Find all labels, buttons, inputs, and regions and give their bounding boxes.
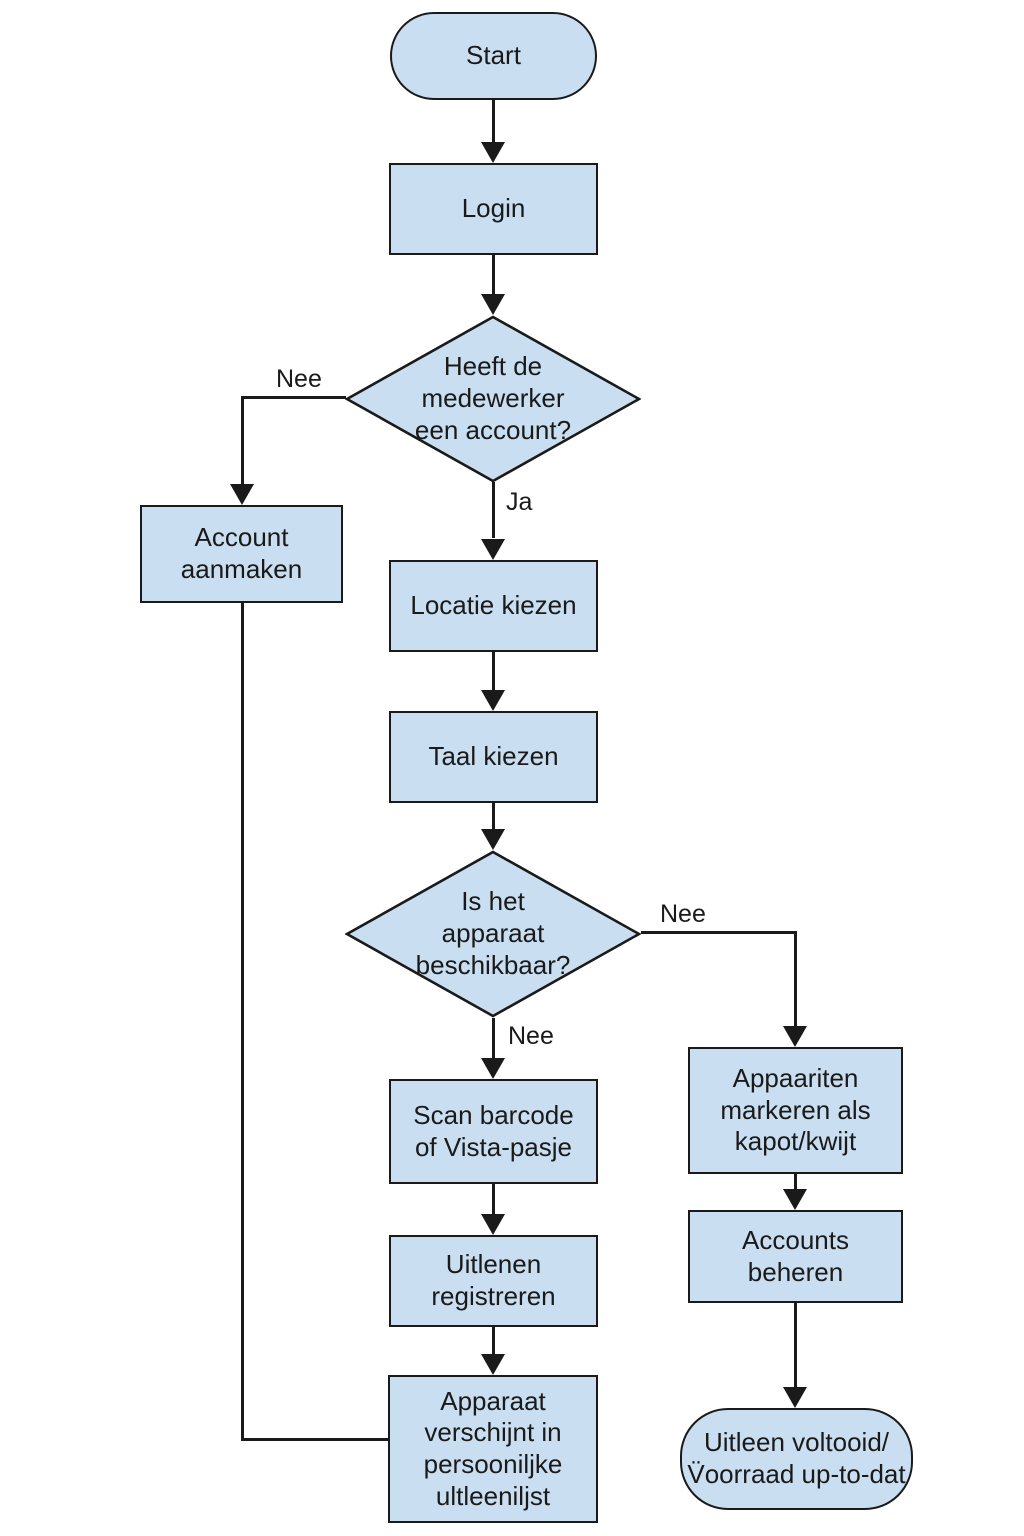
decision-apparaat-beschikbaar: Is het apparaat beschikbaar? xyxy=(345,850,641,1018)
connector-decision1-nee-h xyxy=(241,396,346,399)
node-account-aanmaken: Account aanmaken xyxy=(140,505,343,603)
diamond-shape xyxy=(345,315,641,483)
decision-apparaat-beschikbaar-label: Is het apparaat beschikbaar? xyxy=(415,886,571,980)
connector-decision2-nee-v xyxy=(794,931,797,1027)
connector-account-feedback-v xyxy=(241,603,244,1441)
node-uitlenen-registreren: Uitlenen registreren xyxy=(389,1235,598,1327)
arrowhead-decision2-scan xyxy=(481,1058,505,1079)
node-taal-kiezen: Taal kiezen xyxy=(389,711,598,803)
arrowhead-login-decision1 xyxy=(481,294,505,315)
connector-markeren-accounts xyxy=(794,1174,797,1190)
node-apparaten-markeren: Appaariten markeren als kapot/kwijt xyxy=(688,1047,903,1174)
connector-accounts-voltooid xyxy=(794,1303,797,1387)
node-scan-barcode: Scan barcode of Vista-pasje xyxy=(389,1079,598,1184)
connector-decision1-nee-v xyxy=(241,396,244,484)
connector-login-decision1 xyxy=(492,255,495,295)
arrowhead-accounts-voltooid xyxy=(783,1387,807,1408)
arrowhead-uitlenen-apparaat xyxy=(481,1354,505,1375)
decision-heeft-account-label: Heeft de medewerker een account? xyxy=(414,351,572,445)
connector-uitlenen-apparaat xyxy=(492,1327,495,1354)
node-accounts-beheren: Accounts beheren xyxy=(688,1210,903,1303)
edge-label-ja-account: Ja xyxy=(506,488,533,516)
arrowhead-nee-beschikbaar xyxy=(783,1026,807,1047)
node-apparaat-verschijnt: Apparaat verschijnt in persooniljke ultl… xyxy=(388,1375,598,1523)
edge-label-nee-beschikbaar-onder: Nee xyxy=(508,1022,554,1050)
connector-decision2-scan xyxy=(492,1018,495,1059)
node-login: Login xyxy=(389,163,598,255)
diamond-shape xyxy=(345,850,641,1018)
arrowhead-start-login xyxy=(481,142,505,163)
decision-heeft-account: Heeft de medewerker een account? xyxy=(345,315,641,483)
connector-account-feedback-h xyxy=(241,1438,388,1441)
arrowhead-scan-uitlenen xyxy=(481,1214,505,1235)
edge-label-nee-beschikbaar-rechts: Nee xyxy=(660,900,706,928)
connector-start-login xyxy=(492,100,495,143)
arrowhead-taal-decision2 xyxy=(481,829,505,850)
arrowhead-locatie-taal xyxy=(481,690,505,711)
node-start: Start xyxy=(390,12,597,100)
arrowhead-nee-account xyxy=(230,484,254,505)
connector-decision2-nee-h xyxy=(641,931,797,934)
arrowhead-markeren-accounts xyxy=(783,1189,807,1210)
connector-decision1-ja xyxy=(492,482,495,538)
connector-taal-decision2 xyxy=(492,803,495,829)
arrowhead-ja-account xyxy=(481,539,505,560)
node-uitleen-voltooid: Uitleen voltooid/ V̈oorraad up-to-dat xyxy=(680,1408,913,1510)
edge-label-nee-account: Nee xyxy=(276,365,322,393)
node-locatie-kiezen: Locatie kiezen xyxy=(389,560,598,652)
connector-scan-uitlenen xyxy=(492,1184,495,1214)
connector-locatie-taal xyxy=(492,652,495,690)
